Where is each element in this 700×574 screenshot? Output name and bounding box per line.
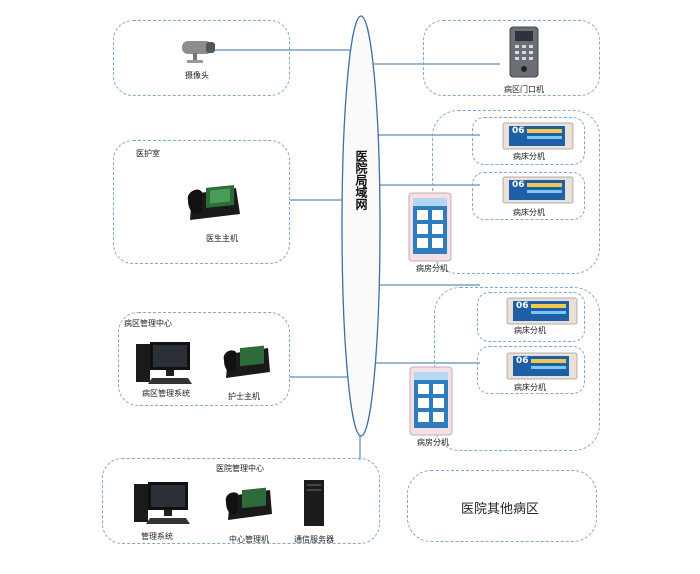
nurse-phone-label: 护士主机 (228, 392, 260, 401)
ward-a-terminal-label: 病房分机 (416, 264, 448, 273)
lan-backbone (341, 15, 381, 437)
ward-a-bed1-icon (502, 122, 574, 150)
ward-b-bed2-icon (506, 352, 578, 380)
ward-b-bed2-box (477, 346, 585, 394)
hospital-center-title: 医院管理中心 (216, 464, 264, 473)
ward-a-bed1-number: 06 (512, 126, 525, 136)
hospital-pc-label: 管理系统 (141, 532, 173, 541)
ward-a-bed2-box (472, 172, 585, 220)
ward-b-terminal-icon (409, 366, 453, 436)
doctor-room-title: 医护室 (136, 149, 160, 158)
ward-b-bed1-number: 06 (516, 301, 529, 311)
nurse-phone-icon (223, 345, 270, 378)
other-wards-group (407, 470, 597, 542)
camera-icon (182, 41, 215, 63)
ward-b-bed1-box (477, 292, 585, 342)
hospital-pc-icon (134, 482, 190, 524)
ward-b-bed2-number: 06 (516, 356, 529, 366)
center-phone-icon (225, 487, 272, 520)
ward-center-title: 病区管理中心 (124, 319, 172, 328)
door-group (423, 20, 600, 96)
other-wards-label: 医院其他病区 (460, 502, 540, 517)
lan-label: 医院局域网 (354, 150, 368, 210)
ward-a-bed2-label: 病床分机 (513, 208, 545, 217)
center-phone-label: 中心管理机 (229, 535, 269, 544)
ward-center-group (118, 312, 290, 406)
server-icon (304, 480, 324, 526)
ward-a-bed2-icon (502, 176, 574, 204)
ward-b-terminal-label: 病房分机 (417, 438, 449, 447)
ward-a-bed1-label: 病床分机 (513, 152, 545, 161)
ward-a-group (432, 110, 600, 274)
server-label: 通信服务器 (294, 535, 334, 544)
ward-a-terminal-icon (408, 192, 452, 262)
ward-pc-icon (136, 342, 192, 384)
ward-a-bed2-number: 06 (512, 180, 525, 190)
doctor-phone-label: 医生主机 (206, 234, 238, 243)
ward-b-bed1-icon (506, 297, 578, 325)
ward-b-bed2-label: 病床分机 (514, 383, 546, 392)
doctor-phone-icon (187, 184, 240, 220)
doctor-room-group (113, 140, 290, 264)
ward-pc-label: 病区管理系统 (142, 389, 190, 398)
ward-b-bed1-label: 病床分机 (514, 326, 546, 335)
door-label: 病区门口机 (504, 85, 544, 94)
hospital-center-group (102, 458, 380, 544)
camera-group (113, 20, 290, 96)
camera-label: 摄像头 (185, 71, 209, 80)
door-intercom-icon (509, 26, 539, 78)
ward-a-bed1-box (472, 117, 585, 165)
